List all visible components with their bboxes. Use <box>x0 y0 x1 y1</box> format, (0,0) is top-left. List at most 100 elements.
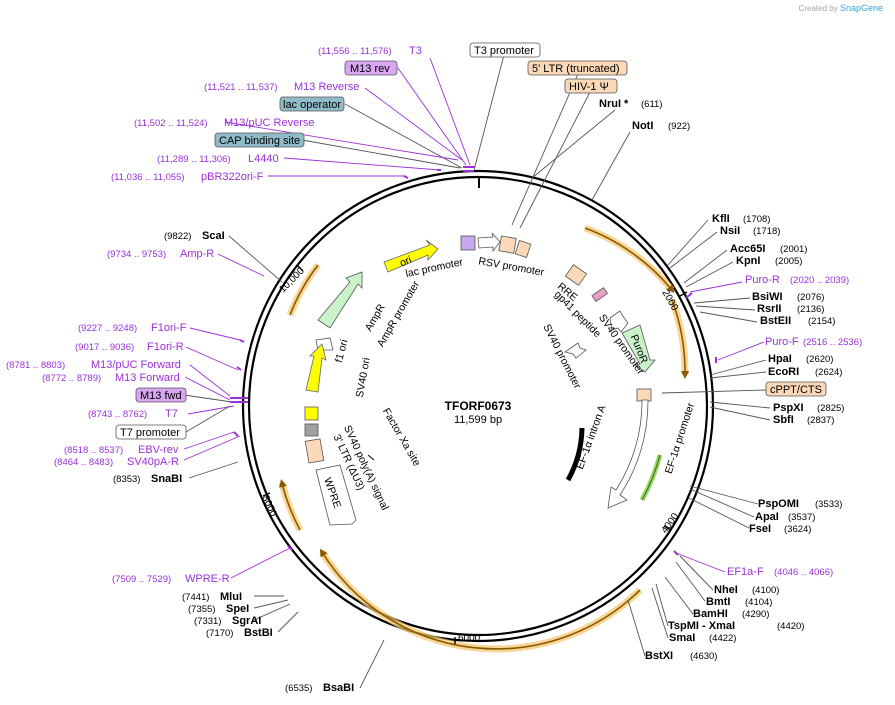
primer-m13-reverse-range: (11,521 .. 11,537) <box>204 82 278 93</box>
enzyme-ecori-pos: (2624) <box>815 367 842 378</box>
enzyme-mlui-pos: (7441) <box>182 592 209 603</box>
ef1a-promoter-arrow <box>607 399 649 509</box>
lac-promoter-arrow <box>477 232 501 253</box>
rre-block <box>564 264 588 286</box>
enzyme-nhei-pos: (4100) <box>752 585 779 596</box>
enzyme-noti: NotI <box>632 120 653 132</box>
enzyme-bsabi-pos: (6535) <box>285 683 312 694</box>
enzyme-smai: SmaI <box>669 632 695 644</box>
enzyme-acc65i: Acc65I <box>730 243 765 255</box>
enzyme-nsii-pos: (1718) <box>753 226 780 237</box>
primer-marks <box>230 166 717 556</box>
enzyme-kfli-pos: (1708) <box>743 214 770 225</box>
box-5ltr-text: 5' LTR (truncated) <box>532 63 619 75</box>
enzyme-kpni: KpnI <box>736 255 760 267</box>
box-hiv-psi-text: HIV-1 Ψ <box>569 81 609 93</box>
tick-4000: 4000 <box>659 511 681 536</box>
tick-6000: 6000 <box>458 633 481 644</box>
primer-wpre-r: WPRE-R <box>185 573 230 585</box>
primer-l4440: L4440 <box>248 153 279 165</box>
primer-pbr322ori-f-range: (11,036 .. 11,055) <box>111 172 185 183</box>
enzyme-bstxi: BstXI <box>645 650 673 662</box>
box-cap-binding <box>214 132 305 148</box>
enzyme-scai-pos: (9822) <box>164 231 191 242</box>
backbone-outer <box>241 169 715 643</box>
feature-labels: ori lac promoter RSV promoter RRE gp41 p… <box>321 254 697 512</box>
enzyme-snabi: SnaBI <box>151 473 182 485</box>
plasmid-length: 11,599 bp <box>454 414 502 426</box>
enzyme-noti-pos: (922) <box>668 121 690 132</box>
box-t7-promoter <box>115 424 187 440</box>
ori-label: ori <box>398 254 413 269</box>
primer-puro-r-range: (2020 .. 2039) <box>790 275 849 286</box>
enzyme-pspomi: PspOMI <box>758 498 799 510</box>
box-m13-fwd <box>135 387 187 403</box>
box-cap-binding-text: CAP binding site <box>219 135 300 147</box>
box-m13-rev <box>344 60 398 76</box>
box-lac-operator <box>279 96 345 112</box>
box-cppt-text: cPPT/CTS <box>770 384 822 396</box>
primer-amp-r: Amp-R <box>180 248 214 260</box>
primer-t3-range: (11,556 .. 11,576) <box>318 46 392 57</box>
gp41-block <box>591 287 609 303</box>
enzyme-bstbi-pos: (7170) <box>206 628 233 639</box>
enzyme-bsteii: BstEII <box>760 315 791 327</box>
enzyme-fsei: FseI <box>749 523 771 535</box>
enzyme-tspmi-xmai: TspMI - XmaI <box>668 620 735 632</box>
enzyme-pspxi-pos: (2825) <box>817 403 844 414</box>
enzyme-apai: ApaI <box>755 511 779 523</box>
enzyme-sgrai-pos: (7331) <box>194 616 221 627</box>
enzyme-nhei: NheI <box>714 584 738 596</box>
orf-arcs <box>278 224 690 653</box>
credit-prefix: Created by <box>798 4 838 13</box>
primer-l4440-range: (11,289 .. 11,306) <box>157 154 231 165</box>
primer-m13puc-forward-range: (8781 .. 8803) <box>6 360 65 371</box>
primer-t3: T3 <box>409 45 422 57</box>
sv40-promoter-arrow-a <box>609 310 629 333</box>
ori-arrow <box>383 239 439 273</box>
primer-t7-range: (8743 .. 8762) <box>88 409 147 420</box>
primer-puro-f: Puro-F <box>765 336 799 348</box>
primer-labels: (11,556 .. 11,576) T3 (11,521 .. 11,537)… <box>6 45 862 585</box>
cppt-block <box>636 388 652 402</box>
enzyme-mlui: MluI <box>220 591 242 603</box>
primer-t7: T7 <box>165 408 178 420</box>
wpre-block <box>315 464 357 526</box>
enzyme-nrui: NruI * <box>599 98 629 110</box>
box-cppt <box>765 381 827 397</box>
hiv-psi-block <box>514 239 532 259</box>
credit-brand: SnapGene <box>839 3 883 13</box>
box-lac-operator-text: lac operator <box>283 99 341 111</box>
primer-ef1a-f: EF1a-F <box>727 566 764 578</box>
plasmid-name: TFORF0673 <box>445 399 512 413</box>
factor-xa-mark <box>367 454 375 461</box>
enzyme-nsii: NsiI <box>720 225 740 237</box>
primer-m13puc-reverse: M13/pUC Reverse <box>224 117 314 129</box>
primer-m13-forward-range: (8772 .. 8789) <box>42 373 101 384</box>
enzyme-fsei-pos: (3624) <box>784 524 811 535</box>
enzyme-smai-pos: (4422) <box>709 633 736 644</box>
enzyme-spei-pos: (7355) <box>188 604 215 615</box>
enzyme-bstbi: BstBI <box>244 627 273 639</box>
puror-arrow <box>621 324 656 373</box>
sv40-promoter-arrow-b <box>564 342 587 359</box>
ampr-arrow <box>317 271 363 329</box>
primer-f1ori-r-range: (9017 .. 9036) <box>75 342 134 353</box>
enzyme-bstxi-pos: (4630) <box>690 651 717 662</box>
sv40-ori-block <box>304 406 319 421</box>
ef1a-intron-bar <box>565 427 585 482</box>
enzyme-acc65i-pos: (2001) <box>780 244 807 255</box>
enzyme-sgrai: SgrAI <box>232 615 261 627</box>
box-m13-fwd-text: M13 fwd <box>140 390 182 402</box>
enzyme-bamhi-pos: (4290) <box>742 609 769 620</box>
primer-f1ori-r: F1ori-R <box>147 341 184 353</box>
f1-ori-label: f1 ori <box>333 338 351 364</box>
enzyme-snabi-pos: (8353) <box>113 474 140 485</box>
primer-puro-f-range: (2516 .. 2536) <box>803 337 862 348</box>
enzyme-kpni-pos: (2005) <box>775 256 802 267</box>
primer-puro-r: Puro-R <box>745 274 780 286</box>
enzyme-bamhi: BamHI <box>693 608 728 620</box>
ltr5-block <box>498 235 517 254</box>
enzyme-pspxi: PspXI <box>773 402 804 414</box>
